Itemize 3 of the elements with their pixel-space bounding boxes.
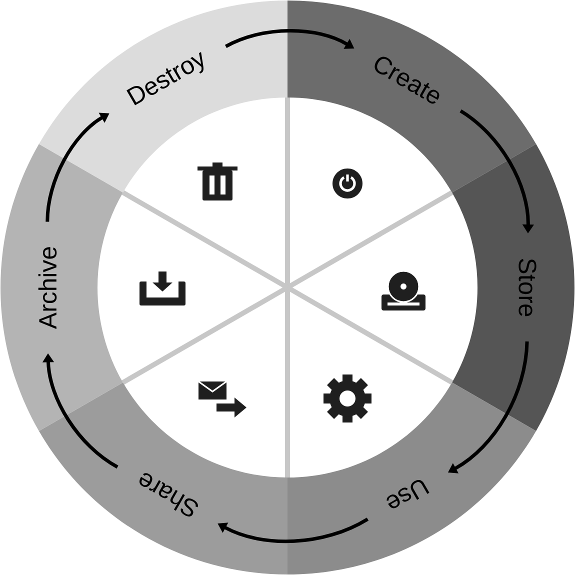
ring-segment: Store [452, 144, 574, 431]
ring-segment: Use [288, 382, 536, 574]
ring-segment: Archive [0, 144, 123, 431]
